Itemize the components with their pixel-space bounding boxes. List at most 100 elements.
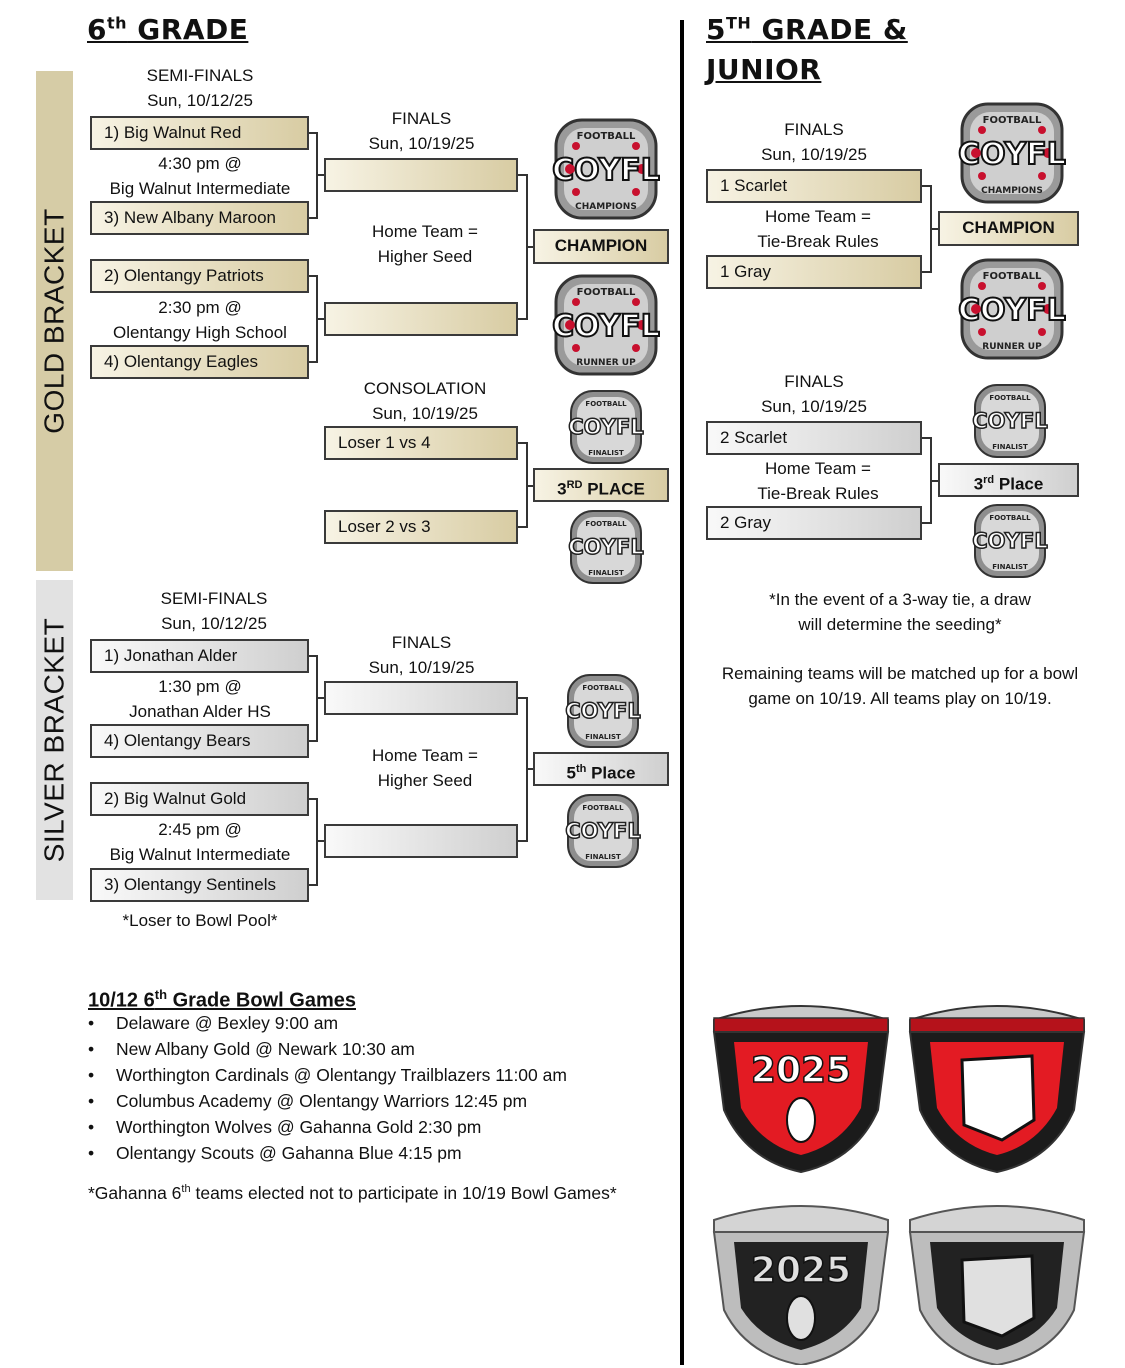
bowl-games-title: 10/12 6th Grade Bowl Games: [88, 987, 356, 1012]
gold-bracket-sidebar: GOLD BRACKET: [36, 71, 73, 571]
svg-text:COYFL: COYFL: [568, 415, 643, 439]
svg-text:FINALIST: FINALIST: [588, 449, 624, 457]
svg-text:COYFL: COYFL: [552, 153, 660, 188]
gold-semi2-bottom-team: 4) Olentangy Eagles: [90, 345, 309, 379]
silver-semi1-info: 1:30 pm @Jonathan Alder HS: [129, 677, 271, 721]
svg-text:FOOTBALL: FOOTBALL: [983, 271, 1042, 282]
runner-up-trophy-icon: FOOTBALL COYFL RUNNER UP: [958, 258, 1066, 360]
svg-text:FOOTBALL: FOOTBALL: [989, 394, 1031, 402]
gold-semi2-top-team: 2) Olentangy Patriots: [90, 259, 309, 293]
svg-text:FINALIST: FINALIST: [588, 569, 624, 577]
red-ring-year-icon: 2025: [712, 1005, 890, 1174]
svg-text:COYFL: COYFL: [958, 293, 1066, 328]
bowl-games-footnote: *Gahanna 6th teams elected not to partic…: [88, 1182, 617, 1203]
svg-text:FOOTBALL: FOOTBALL: [582, 684, 624, 692]
silver-ring-ohio-icon: [908, 1205, 1086, 1365]
right-final1-bottom-team: 1 Gray: [706, 255, 922, 289]
champions-trophy-icon: FOOTBALL COYFL CHAMPIONS: [958, 102, 1066, 204]
silver-final-slot-top: [324, 681, 518, 715]
silver-semi2-top-team: 2) Big Walnut Gold: [90, 782, 309, 816]
center-divider: [680, 20, 684, 1365]
red-ring-ohio-icon: [908, 1005, 1086, 1174]
champions-trophy-icon: FOOTBALL COYFL CHAMPIONS: [552, 118, 660, 220]
silver-semi2-bottom-team: 3) Olentangy Sentinels: [90, 868, 309, 902]
right-final1-note: Home Team =Tie-Break Rules: [757, 207, 879, 251]
svg-text:RUNNER UP: RUNNER UP: [576, 358, 636, 368]
svg-text:FINALIST: FINALIST: [585, 733, 621, 741]
svg-text:FOOTBALL: FOOTBALL: [585, 520, 627, 528]
bowl-game-item: Delaware @ Bexley 9:00 am: [88, 1010, 668, 1036]
svg-text:COYFL: COYFL: [565, 819, 640, 843]
svg-text:CHAMPIONS: CHAMPIONS: [981, 186, 1043, 196]
svg-text:FINALIST: FINALIST: [585, 853, 621, 861]
bowl-game-item: New Albany Gold @ Newark 10:30 am: [88, 1036, 668, 1062]
gold-bracket-label: GOLD BRACKET: [38, 208, 70, 434]
gold-semi1-info: 4:30 pm @Big Walnut Intermediate: [109, 154, 291, 198]
bowl-game-item: Worthington Wolves @ Gahanna Gold 2:30 p…: [88, 1114, 668, 1140]
gold-consolation-top: Loser 1 vs 4: [324, 426, 518, 460]
bowl-game-item: Olentangy Scouts @ Gahanna Blue 4:15 pm: [88, 1140, 668, 1166]
silver-home-team-note: Home Team =Higher Seed: [372, 746, 478, 790]
svg-text:FOOTBALL: FOOTBALL: [577, 287, 636, 298]
svg-text:COYFL: COYFL: [958, 137, 1066, 172]
svg-text:FOOTBALL: FOOTBALL: [983, 115, 1042, 126]
gold-semi1-bottom-team: 3) New Albany Maroon: [90, 201, 309, 235]
silver-final-slot-bottom: [324, 824, 518, 858]
gold-final-slot-top: [324, 158, 518, 192]
finalist-trophy-icon: FOOTBALL COYFL FINALIST: [972, 384, 1048, 458]
right-third-place-box: 3rd Place: [938, 463, 1079, 497]
right-final2-top-team: 2 Scarlet: [706, 421, 922, 455]
bowl-game-item: Columbus Academy @ Olentangy Warriors 12…: [88, 1088, 668, 1114]
bowl-games-list: Delaware @ Bexley 9:00 am New Albany Gol…: [88, 1010, 668, 1166]
gold-semi1-top-team: 1) Big Walnut Red: [90, 116, 309, 150]
svg-text:COYFL: COYFL: [972, 529, 1047, 553]
gold-semi2-info: 2:30 pm @Olentangy High School: [113, 298, 287, 342]
gold-consolation-bottom: Loser 2 vs 3: [324, 510, 518, 544]
silver-bracket-sidebar: SILVER BRACKET: [36, 580, 73, 900]
svg-text:CHAMPIONS: CHAMPIONS: [575, 202, 637, 212]
svg-text:FINALIST: FINALIST: [992, 443, 1028, 451]
silver-semi1-top-team: 1) Jonathan Alder: [90, 639, 309, 673]
svg-text:2025: 2025: [751, 1250, 851, 1291]
gold-final-slot-bottom: [324, 302, 518, 336]
finalist-trophy-icon: FOOTBALL COYFL FINALIST: [568, 510, 644, 584]
svg-text:COYFL: COYFL: [568, 535, 643, 559]
gold-home-team-note: Home Team =Higher Seed: [372, 222, 478, 266]
svg-text:RUNNER UP: RUNNER UP: [982, 342, 1042, 352]
runner-up-trophy-icon: FOOTBALL COYFL RUNNER UP: [552, 274, 660, 376]
fifth-grade-junior-title-line2: JUNIOR: [706, 53, 822, 86]
svg-text:FINALIST: FINALIST: [992, 563, 1028, 571]
right-final2-bottom-team: 2 Gray: [706, 506, 922, 540]
svg-text:FOOTBALL: FOOTBALL: [577, 131, 636, 142]
bowl-game-item: Worthington Cardinals @ Olentangy Trailb…: [88, 1062, 668, 1088]
right-final1-top-team: 1 Scarlet: [706, 169, 922, 203]
silver-loser-note: *Loser to Bowl Pool*: [122, 911, 278, 930]
silver-bracket-label: SILVER BRACKET: [38, 617, 70, 863]
svg-text:FOOTBALL: FOOTBALL: [585, 400, 627, 408]
svg-text:COYFL: COYFL: [972, 409, 1047, 433]
gold-third-place-box: 3RD PLACE: [533, 468, 669, 502]
finalist-trophy-icon: FOOTBALL COYFL FINALIST: [565, 794, 641, 868]
svg-text:FOOTBALL: FOOTBALL: [989, 514, 1031, 522]
silver-fifth-place-box: 5th Place: [533, 752, 669, 786]
svg-text:COYFL: COYFL: [552, 309, 660, 344]
silver-semi1-bottom-team: 4) Olentangy Bears: [90, 724, 309, 758]
finalist-trophy-icon: FOOTBALL COYFL FINALIST: [972, 504, 1048, 578]
silver-ring-year-icon: 2025: [712, 1205, 890, 1365]
svg-text:FOOTBALL: FOOTBALL: [582, 804, 624, 812]
right-final2-note: Home Team =Tie-Break Rules: [757, 459, 879, 503]
sixth-grade-title: 6th GRADE: [87, 13, 249, 46]
fifth-grade-junior-title: 5TH GRADE &: [706, 13, 908, 46]
svg-text:COYFL: COYFL: [565, 699, 640, 723]
silver-semi2-info: 2:45 pm @Big Walnut Intermediate: [109, 820, 291, 864]
svg-text:2025: 2025: [751, 1050, 851, 1091]
finalist-trophy-icon: FOOTBALL COYFL FINALIST: [568, 390, 644, 464]
gold-champion-box: CHAMPION: [533, 229, 669, 264]
